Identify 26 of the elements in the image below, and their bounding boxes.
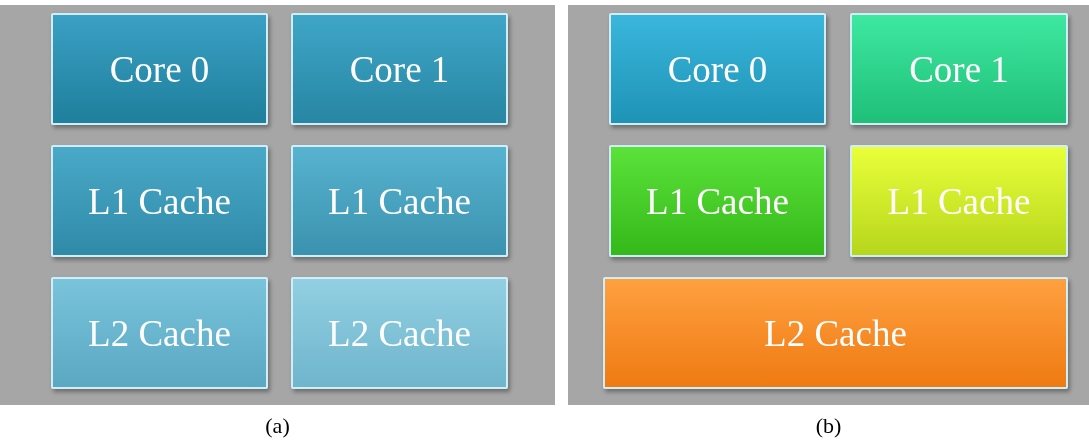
block [291, 13, 508, 125]
panel-caption: (b) [815, 413, 842, 439]
block [850, 145, 1068, 257]
block [51, 145, 268, 257]
block [51, 277, 268, 389]
block [609, 13, 826, 125]
block-label: L2 Cache [88, 311, 231, 355]
block [609, 145, 826, 257]
block-label: L1 Cache [328, 179, 471, 223]
panel-caption: (a) [265, 413, 290, 439]
block [291, 145, 508, 257]
panel-background [0, 5, 555, 405]
block-label: Core 1 [349, 47, 450, 91]
block-label: Core 0 [667, 47, 768, 91]
block-label: L1 Cache [88, 179, 231, 223]
block [51, 13, 268, 125]
block-label: Core 0 [109, 47, 210, 91]
block [603, 277, 1068, 389]
block-label: L2 Cache [328, 311, 471, 355]
block [850, 13, 1068, 125]
block-label: L1 Cache [646, 179, 789, 223]
block [291, 277, 508, 389]
block-label: Core 1 [909, 47, 1009, 91]
panel-background [568, 5, 1089, 405]
block-label: L1 Cache [887, 179, 1031, 223]
block-label: L2 Cache [764, 311, 907, 355]
